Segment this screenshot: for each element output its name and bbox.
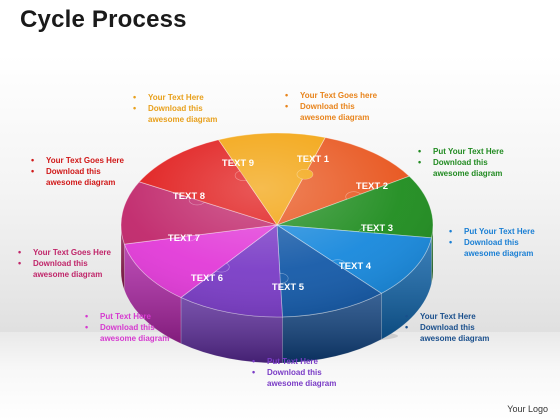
callout-text-5-line-2: Download this awesome diagram — [252, 367, 347, 389]
callout-text-5-line-1: Put Text Here — [252, 356, 347, 367]
pie-gloss — [121, 133, 433, 317]
callout-text-7-line-2: Download this awesome diagram — [18, 258, 113, 280]
callout-text-6-line-2: Download this awesome diagram — [85, 322, 180, 344]
callout-text-3-line-1: Put Your Text Here — [449, 226, 544, 237]
segment-label-7: TEXT 7 — [168, 233, 200, 244]
callout-text-2-line-2: Download this awesome diagram — [418, 157, 513, 179]
callout-text-5: Put Text Here Download this awesome diag… — [252, 356, 347, 389]
segment-label-2: TEXT 2 — [356, 181, 388, 192]
segment-label-9: TEXT 9 — [222, 158, 254, 169]
pie-label-layer: TEXT 1 TEXT 2 TEXT 3 TEXT 4 TEXT 5 TEXT 6 TEXT… — [168, 154, 393, 293]
segment-label-1: TEXT 1 — [297, 154, 330, 165]
callout-text-7-line-1: Your Text Goes Here — [18, 247, 113, 258]
segment-label-5: TEXT 5 — [272, 282, 305, 293]
callout-text-8: Your Text Goes Here Download this awesom… — [31, 155, 126, 188]
callout-text-1-line-2: Download this awesome diagram — [285, 101, 390, 123]
segment-label-8: TEXT 8 — [173, 191, 205, 202]
callout-text-4: Your Text Here Download this awesome dia… — [405, 311, 500, 344]
callout-text-1-line-1: Your Text Goes here — [285, 90, 390, 101]
callout-text-2: Put Your Text Here Download this awesome… — [418, 146, 513, 179]
pie-side-shade-7 — [121, 225, 125, 291]
pie-side-shade-3 — [381, 237, 432, 340]
callout-text-6-line-1: Put Text Here — [85, 311, 180, 322]
callout-text-6: Put Text Here Download this awesome diag… — [85, 311, 180, 344]
callout-text-3-line-2: Download this awesome diagram — [449, 237, 544, 259]
callout-text-3: Put Your Text Here Download this awesome… — [449, 226, 544, 259]
callout-text-7: Your Text Goes Here Download this awesom… — [18, 247, 113, 280]
callout-text-8-line-2: Download this awesome diagram — [31, 166, 126, 188]
callout-text-9-line-2: Download this awesome diagram — [133, 103, 228, 125]
pie-side-shade-4 — [282, 293, 382, 363]
pie-side-shade-5 — [180, 297, 283, 364]
callout-text-1: Your Text Goes here Download this awesom… — [285, 90, 390, 123]
pie-top-layer — [120, 132, 434, 318]
callout-text-2-line-1: Put Your Text Here — [418, 146, 513, 157]
callout-text-8-line-1: Your Text Goes Here — [31, 155, 126, 166]
callout-text-4-line-2: Download this awesome diagram — [405, 322, 500, 344]
callout-text-9: Your Text Here Download this awesome dia… — [133, 92, 228, 125]
pie-side-shade-2 — [431, 225, 433, 284]
callout-text-4-line-1: Your Text Here — [405, 311, 500, 322]
segment-label-6: TEXT 6 — [191, 273, 223, 284]
callout-text-9-line-1: Your Text Here — [133, 92, 228, 103]
segment-label-4: TEXT 4 — [339, 261, 372, 272]
segment-label-3: TEXT 3 — [361, 223, 393, 234]
page-title: Cycle Process — [20, 6, 187, 33]
logo-placeholder: Your Logo — [507, 404, 548, 414]
